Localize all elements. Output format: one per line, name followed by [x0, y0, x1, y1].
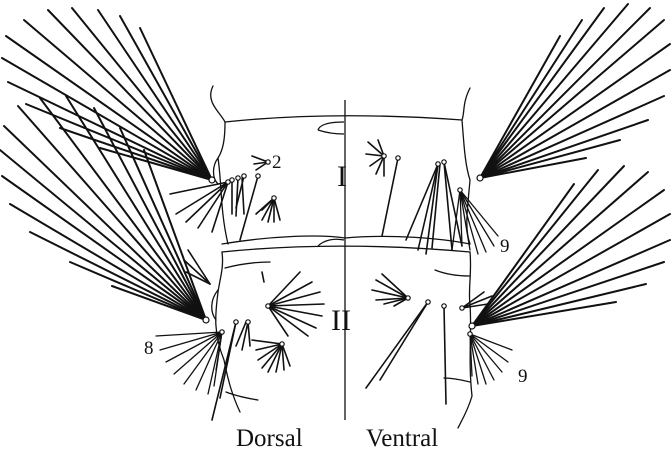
seta-label-8: 8	[144, 338, 154, 359]
plumose-seta-right-upper	[480, 4, 670, 178]
seta-label-9-lower: 9	[518, 366, 528, 387]
segment-label-1: I	[337, 160, 347, 193]
seta-label-2: 2	[272, 152, 282, 173]
plumose-seta-left-lower	[0, 96, 206, 320]
seta-tuft-9-upper	[452, 190, 498, 254]
ventral-label: Ventral	[366, 425, 438, 450]
seta-tuft-9-lower	[470, 334, 512, 384]
dorsal-label: Dorsal	[236, 425, 303, 450]
body-outline	[211, 86, 472, 428]
dorsal-setae-segment-2	[184, 250, 324, 420]
seta-tuft-8	[156, 332, 222, 394]
ventral-setae	[366, 140, 492, 404]
segment-label-2: II	[331, 304, 351, 337]
seta-label-9-upper: 9	[500, 236, 510, 257]
